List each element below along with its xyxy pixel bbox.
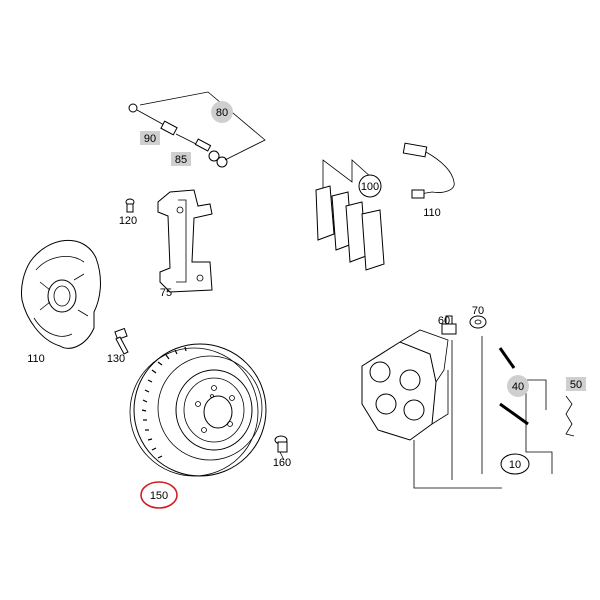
callout-130[interactable]: 110 [27,353,45,365]
cap-drawing[interactable] [469,315,487,329]
bolt-160-drawing[interactable] [274,435,288,461]
leader-100 [322,159,373,188]
splash-shield-drawing[interactable] [21,240,101,349]
brake-rotor-drawing[interactable] [129,343,267,477]
bolt-120-drawing[interactable] [125,198,135,213]
callout-75[interactable]: 75 [160,287,172,299]
callout-140[interactable]: 130 [107,353,125,365]
callout-85-badge [171,152,191,166]
callout-150[interactable]: 150 [150,490,168,502]
pins-drawing[interactable] [498,347,529,426]
callout-100[interactable]: 100 [361,181,379,193]
callout-120[interactable]: 120 [119,215,137,227]
callout-40[interactable]: 40 [512,381,524,393]
callout-90-badge [140,131,160,145]
wear-sensor-drawing[interactable] [402,142,455,199]
callout-10[interactable]: 10 [509,459,521,471]
caliper-drawing[interactable] [361,329,449,441]
callout-50[interactable]: 50 [570,379,582,391]
callout-80-badge [211,101,233,123]
callout-40-badge [507,375,529,397]
callout-10-ring [500,453,530,475]
caliper-bracket-drawing[interactable] [157,189,213,293]
brake-pads-drawing[interactable] [315,185,385,271]
callout-60[interactable]: 60 [438,315,450,327]
guide-pin-kit-drawing[interactable] [128,103,228,168]
callout-80[interactable]: 80 [216,107,228,119]
callout-160[interactable]: 160 [273,457,291,469]
callout-90[interactable]: 90 [144,133,156,145]
bleeder-valve-drawing[interactable] [441,315,457,335]
callout-100-ring [358,174,382,198]
leader-40 [518,379,547,410]
leader-80 [139,91,266,161]
leader-10-left [413,440,502,489]
callout-70[interactable]: 70 [472,305,484,317]
leader-10-right [451,336,553,480]
bolt-140-drawing[interactable] [114,327,129,355]
callout-110[interactable]: 110 [423,207,441,219]
highlight-ring [140,481,178,509]
callout-50-badge [566,377,586,391]
callout-85[interactable]: 85 [175,154,187,166]
spring-clip-drawing[interactable] [565,395,575,437]
